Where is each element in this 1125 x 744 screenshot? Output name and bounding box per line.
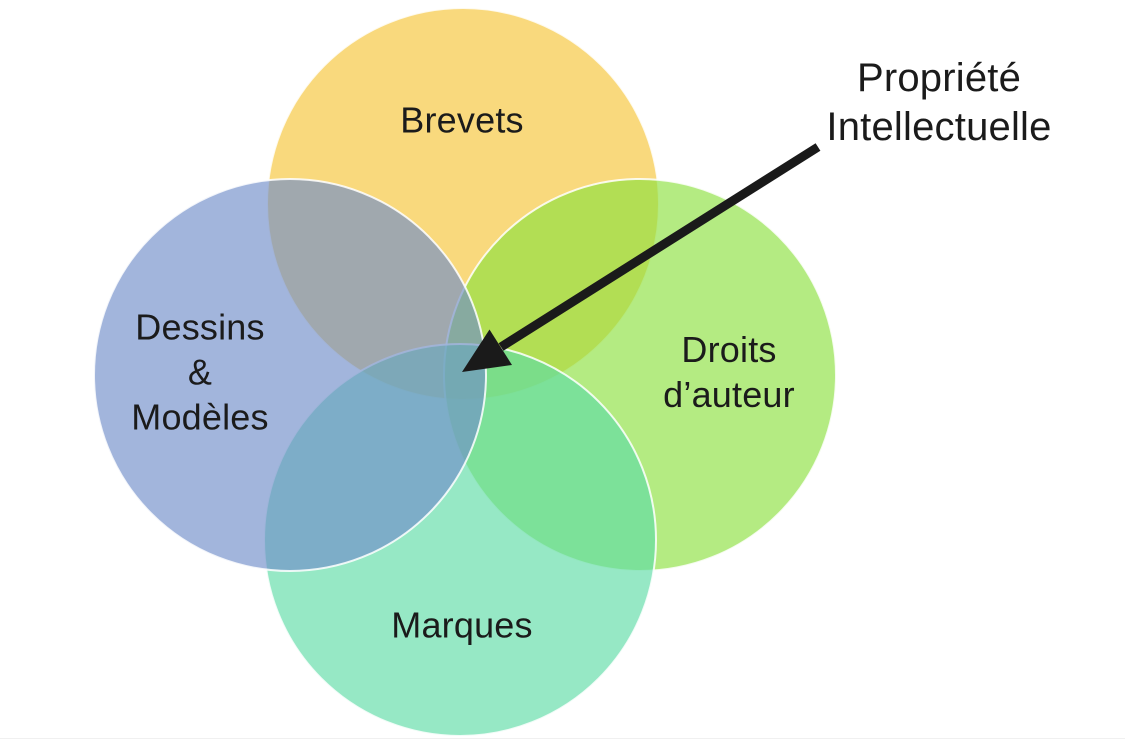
circle-label-droits-auteur: Droits d’auteur [663, 329, 795, 415]
page-edge-line [0, 738, 1125, 739]
circle-label-marques: Marques [391, 604, 533, 646]
circle-label-brevets: Brevets [400, 99, 524, 141]
venn-circle-dessins-modeles [93, 178, 487, 572]
annotation-arrow [462, 143, 821, 372]
arrow-head-icon [462, 329, 512, 372]
arrow-shaft [498, 143, 821, 351]
annotation-label-propriete-intellectuelle: Propriété Intellectuelle [826, 55, 1052, 149]
circle-label-dessins-modeles: Dessins & Modèles [131, 306, 269, 438]
